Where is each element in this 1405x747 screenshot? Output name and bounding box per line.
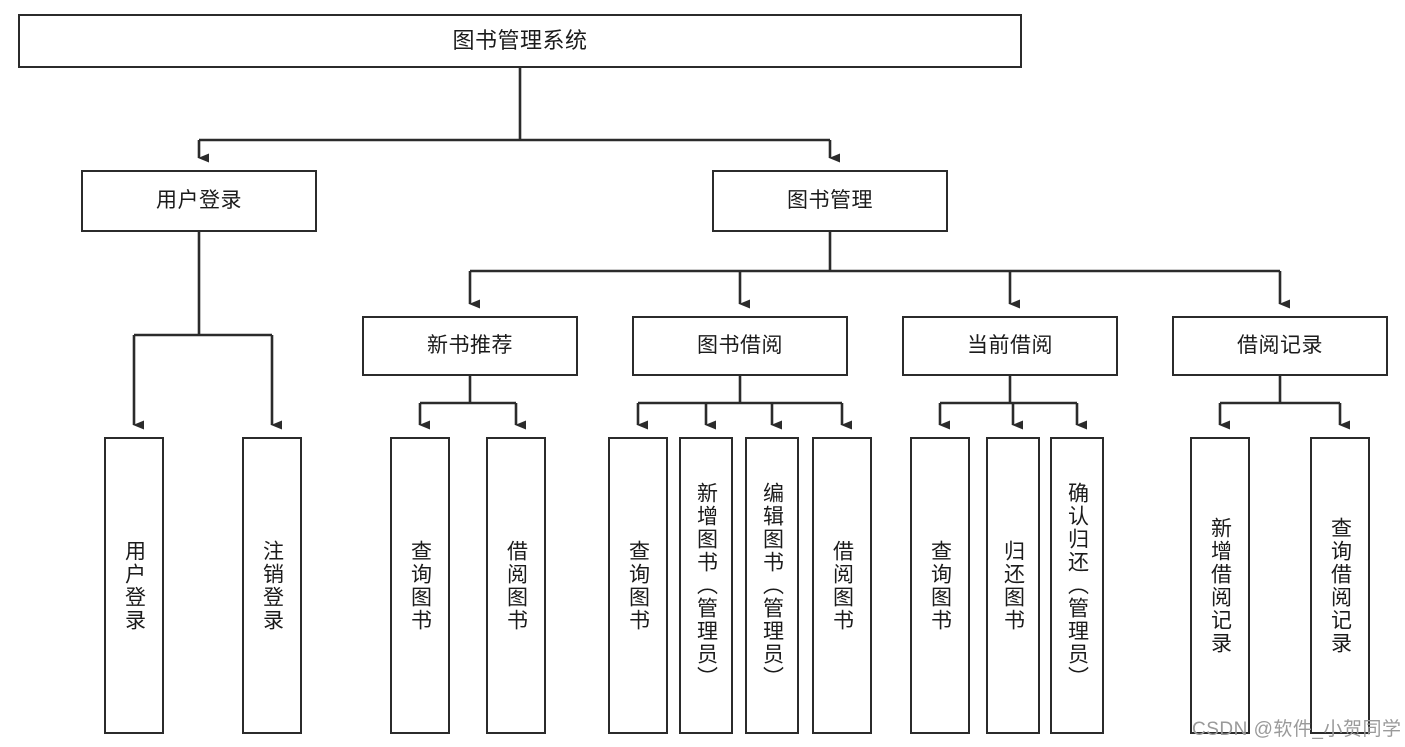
node-leaf-5-label: 查询图书	[626, 539, 650, 632]
node-leaf-5[interactable]: 查询图书	[608, 437, 668, 734]
node-leaf-13[interactable]: 查询借阅记录	[1310, 437, 1370, 734]
node-root[interactable]: 图书管理系统	[18, 14, 1022, 68]
node-leaf-9-label: 查询图书	[928, 539, 952, 632]
node-leaf-6-label: 新增图书（管理员）	[694, 482, 718, 689]
node-leaf-7[interactable]: 编辑图书（管理员）	[745, 437, 799, 734]
node-leaf-11-label: 确认归还（管理员）	[1065, 482, 1089, 689]
node-leaf-2-label: 注销登录	[260, 539, 284, 632]
node-level3-3[interactable]: 当前借阅	[902, 316, 1118, 376]
node-leaf-9[interactable]: 查询图书	[910, 437, 970, 734]
node-leaf-13-label: 查询借阅记录	[1328, 516, 1352, 655]
node-leaf-3[interactable]: 查询图书	[390, 437, 450, 734]
node-leaf-11[interactable]: 确认归还（管理员）	[1050, 437, 1104, 734]
edge-group	[132, 68, 1350, 430]
node-level2-2-label: 图书管理	[787, 188, 873, 212]
node-level2-1-label: 用户登录	[156, 188, 242, 212]
node-level2-1[interactable]: 用户登录	[81, 170, 317, 232]
node-leaf-10-label: 归还图书	[1001, 539, 1025, 632]
node-leaf-4-label: 借阅图书	[504, 539, 528, 632]
node-leaf-7-label: 编辑图书（管理员）	[760, 482, 784, 689]
node-leaf-1[interactable]: 用户登录	[104, 437, 164, 734]
node-leaf-3-label: 查询图书	[408, 539, 432, 632]
node-leaf-6[interactable]: 新增图书（管理员）	[679, 437, 733, 734]
node-level3-3-label: 当前借阅	[967, 333, 1053, 357]
node-level3-1[interactable]: 新书推荐	[362, 316, 578, 376]
node-leaf-12[interactable]: 新增借阅记录	[1190, 437, 1250, 734]
node-level3-2-label: 图书借阅	[697, 333, 783, 357]
node-leaf-4[interactable]: 借阅图书	[486, 437, 546, 734]
node-leaf-10[interactable]: 归还图书	[986, 437, 1040, 734]
node-leaf-8[interactable]: 借阅图书	[812, 437, 872, 734]
node-level2-2[interactable]: 图书管理	[712, 170, 948, 232]
node-leaf-1-label: 用户登录	[122, 539, 146, 632]
node-level3-1-label: 新书推荐	[427, 333, 513, 357]
node-level3-4-label: 借阅记录	[1237, 333, 1323, 357]
node-leaf-12-label: 新增借阅记录	[1208, 516, 1232, 655]
node-leaf-2[interactable]: 注销登录	[242, 437, 302, 734]
node-leaf-8-label: 借阅图书	[830, 539, 854, 632]
node-level3-4[interactable]: 借阅记录	[1172, 316, 1388, 376]
node-root-label: 图书管理系统	[452, 27, 588, 53]
node-level3-2[interactable]: 图书借阅	[632, 316, 848, 376]
